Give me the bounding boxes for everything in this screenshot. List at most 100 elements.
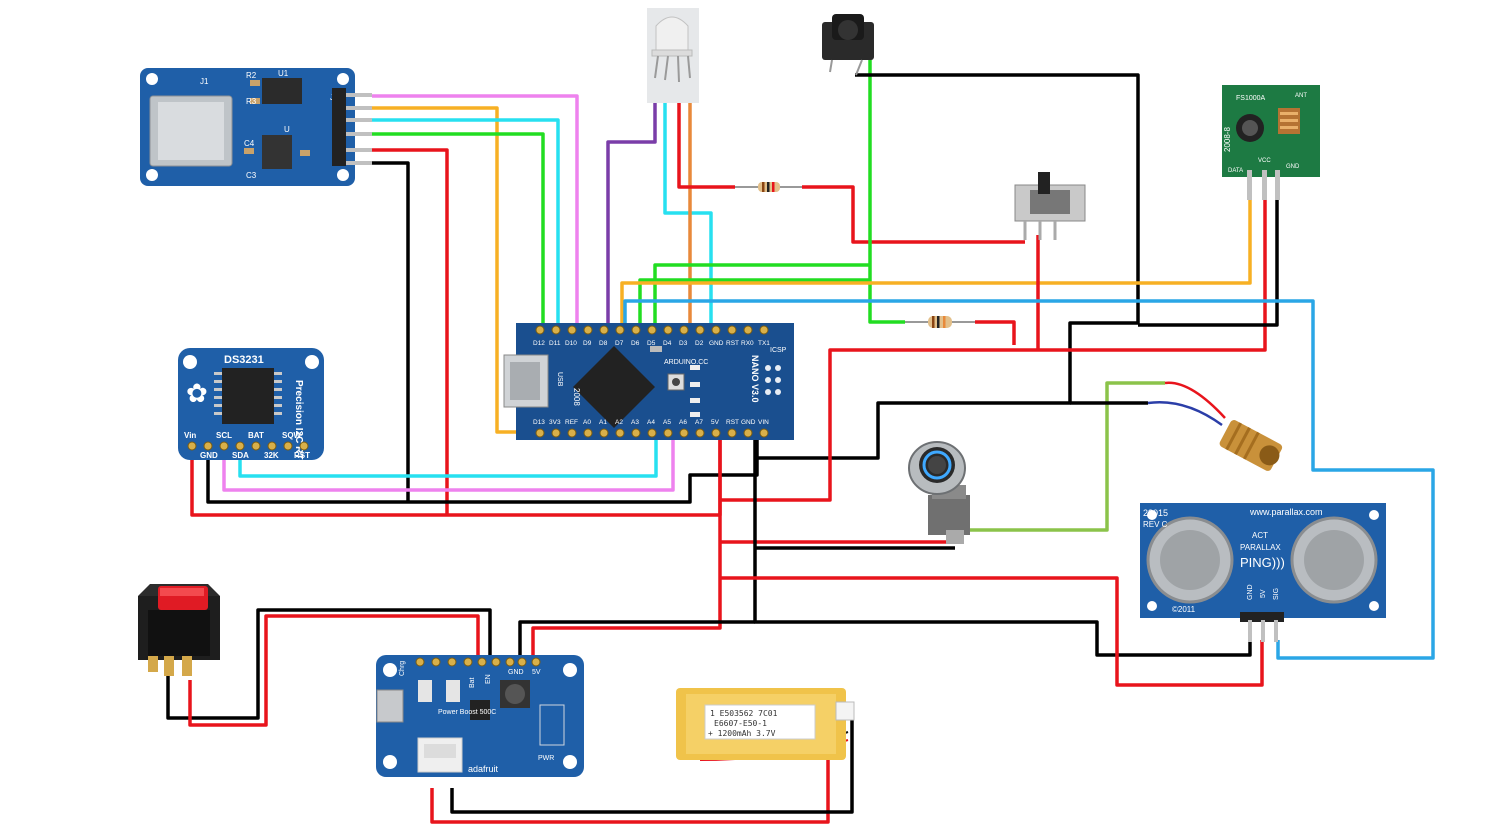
- nano-pin-5v: 5V: [711, 419, 720, 426]
- ping-ultrasonic-sensor: 28015 REV C www.parallax.com ACT PARALLA…: [1140, 503, 1386, 642]
- pb-pwr: PWR: [538, 755, 554, 762]
- ping-brand: PARALLAX: [1240, 543, 1281, 552]
- rtc-pin-vin: Vin: [184, 431, 196, 440]
- nano-pin-tx1: TX1: [758, 340, 770, 347]
- ping-rev: REV C: [1143, 520, 1168, 529]
- wire-red-battery: [430, 730, 830, 824]
- wire-black-gnd-pb: [518, 620, 755, 660]
- nano-icsp: ICSP: [770, 347, 787, 354]
- nano-pin-d2: D2: [695, 340, 704, 347]
- nano-pin-rx0: RX0: [741, 340, 754, 347]
- wire-red-button-res: [975, 320, 1016, 345]
- wire-purple-led: [606, 75, 657, 395]
- wire-red-led-res: [802, 185, 1025, 244]
- nano-brand: ARDUINO.CC: [664, 359, 708, 366]
- nano-pin-d10: D10: [565, 340, 577, 347]
- wire-black-rtc-gnd: [206, 438, 759, 504]
- pb-pin-bat: Bat: [469, 677, 476, 688]
- led-metal-button: [908, 441, 970, 544]
- wire-red-led: [677, 75, 735, 189]
- wire-red-sd: [372, 148, 449, 515]
- nano-pin-d4: D4: [663, 340, 672, 347]
- tactile-push-button: [822, 14, 874, 76]
- pb-pin-en: EN: [485, 674, 492, 684]
- wire-cyan-led: [663, 75, 713, 330]
- sd-label-u1: U1: [278, 69, 289, 78]
- rtc-chip: [222, 368, 274, 424]
- wire-orange-tx: [620, 200, 1252, 330]
- pb-brand: adafruit: [468, 764, 499, 774]
- nano-pin-a7: A7: [695, 419, 703, 426]
- rtc-side-text: Precision I2C RTC: [293, 380, 304, 467]
- tx-model: FS1000A: [1236, 95, 1266, 102]
- rf-transmitter: FS1000A ANT 2008-8 DATA VCC GND: [1222, 85, 1320, 200]
- rtc-pin-gnd: GND: [200, 451, 218, 460]
- nano-pin-rst-top: RST: [726, 340, 739, 347]
- ping-pin-5v: 5V: [1260, 589, 1267, 598]
- wire-black-tx: [1138, 200, 1279, 327]
- ping-name: PING))): [1240, 555, 1285, 570]
- sd-header: [332, 88, 346, 166]
- rocker-power-switch: [138, 584, 220, 676]
- rtc-pin-sda: SDA: [232, 451, 249, 460]
- wire-lightgreen-laser: [968, 381, 1165, 532]
- wire-red-5v-bus: [531, 438, 722, 660]
- nano-pin-a3: A3: [631, 419, 639, 426]
- nano-mcu: [572, 345, 656, 429]
- wire-black-battery: [450, 715, 854, 814]
- tx-pin-gnd: GND: [1286, 164, 1300, 170]
- nano-pin-d9: D9: [583, 340, 592, 347]
- nano-pin-d8: D8: [599, 340, 608, 347]
- tx-code: 2008-8: [1223, 127, 1232, 152]
- nano-pin-d12: D12: [533, 340, 545, 347]
- nano-pin-a1: A1: [599, 419, 607, 426]
- rtc-pin-rst: RST: [294, 451, 310, 460]
- nano-pin-a5: A5: [663, 419, 671, 426]
- nano-pin-a2: A2: [615, 419, 623, 426]
- wire-pink-sd: [372, 94, 579, 330]
- sd-label-u: U: [284, 125, 290, 134]
- wire-green-button: [868, 48, 905, 324]
- wire-orange-sd: [372, 106, 520, 434]
- rtc-pin-bat: BAT: [248, 431, 264, 440]
- battery-line3: + 1200mAh 3.7V: [708, 729, 776, 738]
- battery-line2: E6607-E50-1: [714, 719, 767, 728]
- nano-usb-label: USB: [556, 372, 563, 387]
- nano-pin-rst-bottom: RST: [726, 419, 739, 426]
- sd-label-c4: C4: [244, 139, 255, 148]
- tx-ant: ANT: [1295, 93, 1307, 99]
- nano-pin-gnd-bottom: GND: [741, 419, 756, 426]
- resistor-led: [735, 182, 802, 192]
- nano-pin-d6: D6: [631, 340, 640, 347]
- wire-red-switch-pb: [188, 614, 480, 727]
- wire-black-switch-pb: [166, 608, 492, 720]
- nano-pin-gnd-top: GND: [709, 340, 724, 347]
- nano-pin-a0: A0: [583, 419, 591, 426]
- wire-black-button: [757, 73, 1140, 460]
- pb-pin-5v: 5V: [532, 669, 541, 676]
- wire-green-sd: [372, 132, 545, 330]
- sd-card-module: J1 R2 R3 U1 U C4 C3 J2: [140, 68, 372, 186]
- pb-name: Power Boost 500C: [438, 709, 496, 716]
- pb-pin-gnd: GND: [508, 669, 524, 676]
- rtc-pin-scl: SCL: [216, 431, 232, 440]
- nano-pin-d3: D3: [679, 340, 688, 347]
- wire-cyan-sd: [372, 118, 560, 330]
- rgb-led: [647, 8, 699, 103]
- nano-pin-d7: D7: [615, 340, 624, 347]
- sd-label-j1: J1: [200, 77, 209, 86]
- nano-pin-ref: REF: [565, 419, 578, 426]
- rtc-module: DS3231 Precision I2C RTC ✿ Vin SCL BAT S…: [178, 348, 324, 467]
- rtc-chip-label: DS3231: [224, 354, 264, 366]
- wire-green-d5: [653, 263, 870, 330]
- rtc-pin-sqw: SQW: [282, 431, 302, 440]
- ping-copyright: ©2011: [1172, 605, 1196, 614]
- nano-pin-a4: A4: [647, 419, 655, 426]
- nano-year: 2008: [572, 388, 581, 406]
- nano-pin-vin: VIN: [758, 419, 769, 426]
- wire-red-tx: [720, 200, 1267, 502]
- wire-pink-rtc-scl: [222, 425, 675, 492]
- ping-url: www.parallax.com: [1249, 507, 1323, 517]
- wire-blue-ping: [623, 299, 1435, 660]
- rgb-led-dome: [655, 16, 689, 53]
